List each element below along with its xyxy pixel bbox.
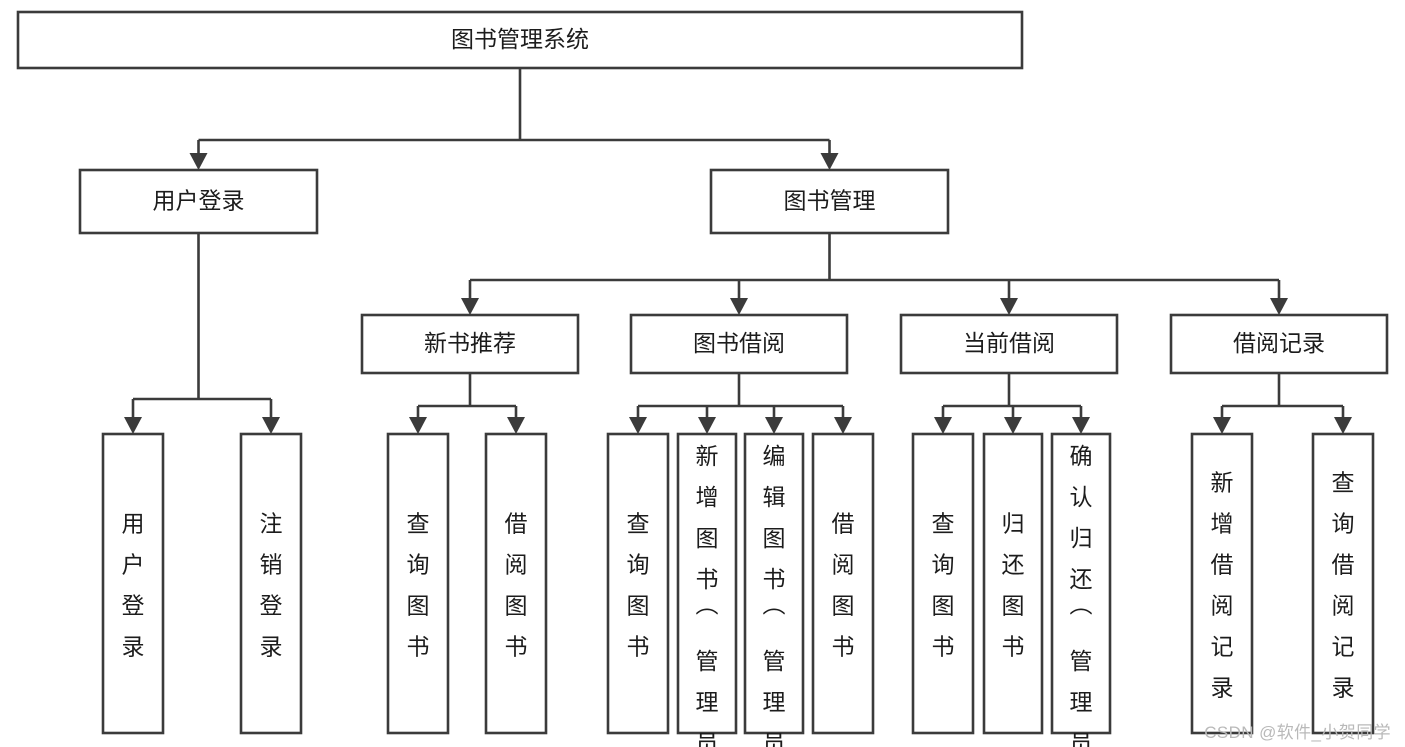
connector-group-当前借阅 bbox=[934, 373, 1090, 434]
node-leaf-查询图书[interactable]: 查询图书 bbox=[386, 432, 450, 735]
node-l3-当前借阅[interactable]: 当前借阅 bbox=[899, 313, 1119, 375]
node-label: 归还图书 bbox=[1002, 511, 1025, 660]
node-label: 图书管理 bbox=[784, 188, 876, 214]
node-leaf-用户登录[interactable]: 用户登录 bbox=[101, 432, 165, 735]
node-leaf-新增借阅记录[interactable]: 新增借阅记录 bbox=[1190, 432, 1254, 735]
arrow-head-icon bbox=[189, 153, 208, 170]
node-layer: 图书管理系统用户登录图书管理新书推荐图书借阅当前借阅借阅记录用户登录注销登录查询… bbox=[16, 10, 1389, 747]
node-leaf-查询借阅记录[interactable]: 查询借阅记录 bbox=[1311, 432, 1375, 735]
arrow-head-icon bbox=[409, 417, 427, 434]
arrow-head-icon bbox=[1072, 417, 1090, 434]
node-l3-新书推荐[interactable]: 新书推荐 bbox=[360, 313, 580, 375]
node-leaf-查询图书[interactable]: 查询图书 bbox=[911, 432, 975, 735]
arrow-head-icon bbox=[765, 417, 783, 434]
node-label: 图书管理系统 bbox=[451, 26, 589, 52]
arrow-head-icon bbox=[507, 417, 525, 434]
arrow-head-icon bbox=[820, 153, 839, 170]
connector-group-借阅记录 bbox=[1213, 373, 1352, 434]
node-leaf-归还图书[interactable]: 归还图书 bbox=[982, 432, 1044, 735]
node-l2-用户登录[interactable]: 用户登录 bbox=[78, 168, 319, 235]
node-root-图书管理系统[interactable]: 图书管理系统 bbox=[16, 10, 1024, 70]
csdn-watermark: CSDN @软件_小贺同学 bbox=[1204, 723, 1391, 742]
arrow-head-icon bbox=[629, 417, 647, 434]
node-l3-图书借阅[interactable]: 图书借阅 bbox=[629, 313, 849, 375]
arrow-head-icon bbox=[698, 417, 716, 434]
node-leaf-注销登录[interactable]: 注销登录 bbox=[239, 432, 303, 735]
node-leaf-编辑图书管理员[interactable]: 编辑图书⌒管理员⌓ bbox=[743, 432, 805, 747]
node-label: 新书推荐 bbox=[424, 330, 516, 356]
node-label: 借阅记录 bbox=[1233, 330, 1325, 356]
node-label: 确认归还⌒管理员⌓ bbox=[1070, 443, 1093, 747]
connector-group-新书推荐 bbox=[409, 373, 525, 434]
node-leaf-借阅图书[interactable]: 借阅图书 bbox=[484, 432, 548, 735]
arrow-head-icon bbox=[730, 298, 748, 315]
node-label: 用户登录 bbox=[122, 511, 145, 660]
node-label: 用户登录 bbox=[153, 188, 245, 214]
arrow-head-icon bbox=[124, 417, 142, 434]
node-leaf-新增图书管理员[interactable]: 新增图书⌒管理员⌓ bbox=[676, 432, 738, 747]
connector-group-root bbox=[189, 68, 839, 170]
arrow-head-icon bbox=[461, 298, 479, 315]
node-label: 借阅图书 bbox=[832, 511, 855, 660]
arrow-head-icon bbox=[934, 417, 952, 434]
connector-group-book-management bbox=[461, 233, 1288, 315]
node-label: 查询借阅记录 bbox=[1332, 470, 1355, 701]
node-label: 查询图书 bbox=[932, 511, 955, 660]
arrow-head-icon bbox=[1213, 417, 1231, 434]
node-l2-图书管理[interactable]: 图书管理 bbox=[709, 168, 950, 235]
node-label: 新增图书⌒管理员⌓ bbox=[696, 443, 719, 747]
node-label: 注销登录 bbox=[260, 511, 283, 660]
node-leaf-确认归还管理员[interactable]: 确认归还⌒管理员⌓ bbox=[1050, 432, 1112, 747]
node-label: 图书借阅 bbox=[693, 330, 785, 356]
node-label: 新增借阅记录 bbox=[1211, 470, 1234, 701]
node-label: 借阅图书 bbox=[505, 511, 528, 660]
connector-layer bbox=[124, 68, 1352, 434]
node-leaf-借阅图书[interactable]: 借阅图书 bbox=[811, 432, 875, 735]
arrow-head-icon bbox=[834, 417, 852, 434]
node-l3-借阅记录[interactable]: 借阅记录 bbox=[1169, 313, 1389, 375]
node-label: 当前借阅 bbox=[963, 330, 1055, 356]
node-label: 查询图书 bbox=[407, 511, 430, 660]
connector-group-图书借阅 bbox=[629, 373, 852, 434]
arrow-head-icon bbox=[262, 417, 280, 434]
arrow-head-icon bbox=[1004, 417, 1022, 434]
connector-group-user-login bbox=[124, 233, 280, 434]
node-label: 查询图书 bbox=[627, 511, 650, 660]
node-label: 编辑图书⌒管理员⌓ bbox=[763, 443, 786, 747]
arrow-head-icon bbox=[1334, 417, 1352, 434]
node-leaf-查询图书[interactable]: 查询图书 bbox=[606, 432, 670, 735]
arrow-head-icon bbox=[1000, 298, 1018, 315]
arrow-head-icon bbox=[1270, 298, 1288, 315]
